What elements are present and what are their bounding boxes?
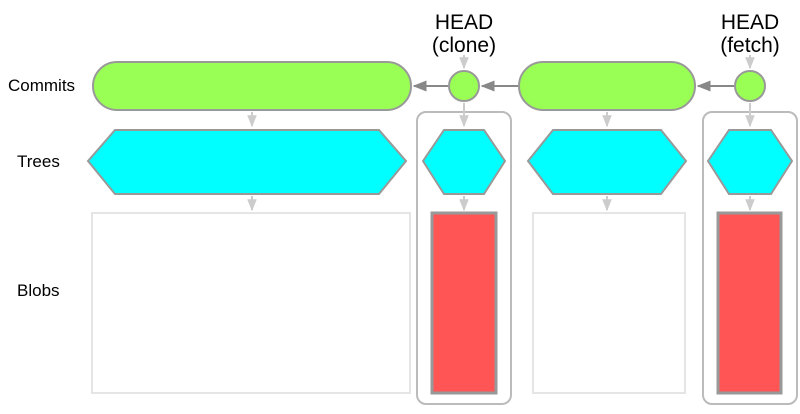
blob-head-fetch bbox=[716, 211, 783, 395]
head-fetch-label-line1: HEAD bbox=[721, 11, 779, 34]
blob-head-clone bbox=[430, 211, 498, 395]
head-fetch-label-line2: (fetch) bbox=[720, 34, 780, 57]
blobs-placeholder-old bbox=[91, 212, 411, 394]
row-label-commits: Commits bbox=[8, 76, 75, 95]
commit-head-clone bbox=[448, 70, 480, 102]
commit-history-middle bbox=[518, 61, 696, 111]
row-label-trees: Trees bbox=[17, 152, 60, 171]
tree-head-fetch bbox=[706, 129, 794, 195]
commit-history-old bbox=[92, 61, 412, 111]
row-label-blobs: Blobs bbox=[17, 281, 60, 300]
blobs-placeholder-middle bbox=[532, 212, 686, 394]
tree-history-old bbox=[86, 129, 408, 195]
tree-head-clone bbox=[421, 129, 507, 195]
head-clone-label-line1: HEAD bbox=[435, 11, 493, 34]
commit-head-fetch bbox=[734, 70, 766, 102]
head-clone-label-line2: (clone) bbox=[432, 34, 496, 57]
tree-history-middle bbox=[526, 129, 688, 195]
